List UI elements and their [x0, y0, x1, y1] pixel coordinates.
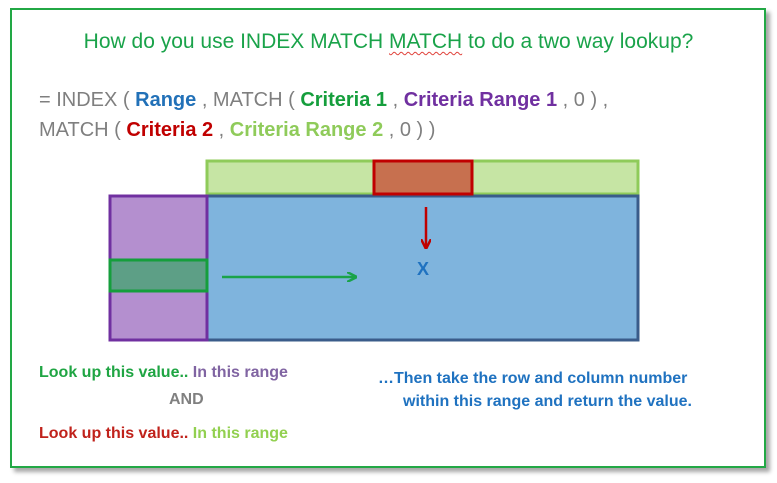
caption-result-line-1: …Then take the row and column number — [378, 370, 688, 387]
formula-criteria-range-1: Criteria Range 1 — [403, 89, 558, 111]
result-marker: X — [417, 259, 429, 279]
formula-criteria-2: Criteria 2 — [126, 119, 214, 141]
formula-text: MATCH ( — [39, 119, 127, 141]
caption-range-2: In this range — [188, 425, 288, 442]
title-part-1: How do you use INDEX MATCH — [83, 30, 390, 53]
title-part-2-spellcheck: MATCH — [389, 30, 463, 53]
caption-lookup-value-2: Look up this value.. — [39, 425, 189, 442]
formula-text: , MATCH ( — [196, 89, 301, 111]
caption-row-1: Look up this value.. In this range — [39, 364, 288, 382]
formula-text: , 0 ) ) — [383, 119, 436, 141]
formula-line-2: MATCH ( Criteria 2 , Criteria Range 2 , … — [39, 119, 435, 142]
main-range-box — [205, 194, 640, 342]
criteria-1-cell — [108, 258, 209, 293]
formula-text: , — [387, 89, 404, 111]
caption-and: AND — [169, 391, 204, 408]
formula-text: = INDEX ( — [39, 89, 136, 111]
caption-row-2: Look up this value.. In this range — [39, 425, 288, 443]
caption-range-1: In this range — [188, 364, 288, 381]
page-title: How do you use INDEX MATCH MATCH to do a… — [0, 30, 777, 54]
formula-criteria-1: Criteria 1 — [300, 89, 388, 111]
formula-text: , 0 ) , — [557, 89, 609, 111]
formula-range: Range — [135, 89, 197, 111]
caption-result-line-2: within this range and return the value. — [403, 393, 692, 410]
criteria-2-cell — [372, 159, 474, 196]
caption-lookup-value-1: Look up this value.. — [39, 364, 189, 381]
formula-criteria-range-2: Criteria Range 2 — [229, 119, 384, 141]
formula-line-1: = INDEX ( Range , MATCH ( Criteria 1 , C… — [39, 89, 608, 112]
title-part-3: to do a two way lookup? — [462, 30, 694, 53]
formula-text: , — [213, 119, 230, 141]
